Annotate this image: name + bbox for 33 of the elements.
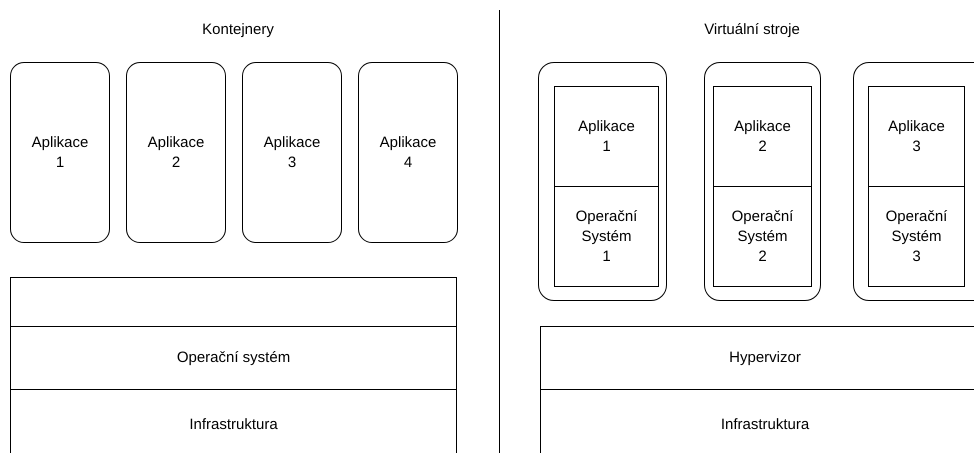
section-title: Kontejnery (201, 20, 275, 40)
node-label: Operační systém (176, 348, 290, 368)
virtual-machine-box (704, 62, 821, 301)
layer-box (10, 326, 457, 390)
layer-box (10, 389, 457, 453)
layer-box (713, 86, 812, 187)
node-label: Aplikace 2 (734, 116, 791, 156)
node-label: Aplikace 2 (148, 132, 204, 172)
node-label: Aplikace 3 (264, 132, 320, 172)
node-label: Hypervizor (729, 348, 801, 368)
node-label: Operační Systém 3 (886, 206, 948, 266)
node-label: Aplikace 4 (380, 132, 436, 172)
layer-box (868, 186, 965, 287)
node-label: Aplikace 1 (32, 132, 88, 172)
container-box (10, 62, 110, 243)
layer-box (554, 86, 659, 187)
node-label: Operační Systém 2 (732, 206, 794, 266)
layer-box (713, 186, 812, 287)
layer-box (10, 277, 457, 327)
virtual-machine-box (538, 62, 667, 301)
layer-box (554, 186, 659, 287)
node-label: Operační Systém 1 (576, 206, 638, 266)
layer-box (868, 86, 965, 187)
container-box (242, 62, 342, 243)
virtual-machine-box (853, 62, 974, 301)
layer-box (540, 326, 974, 390)
node-label: Infrastruktura (189, 414, 278, 434)
container-box (358, 62, 458, 243)
container-box (126, 62, 226, 243)
node-label: Infrastruktura (720, 414, 810, 434)
section-title: Virtuální stroje (703, 20, 801, 40)
node-label: Aplikace 1 (578, 116, 635, 156)
node-label: Aplikace 3 (888, 116, 945, 156)
